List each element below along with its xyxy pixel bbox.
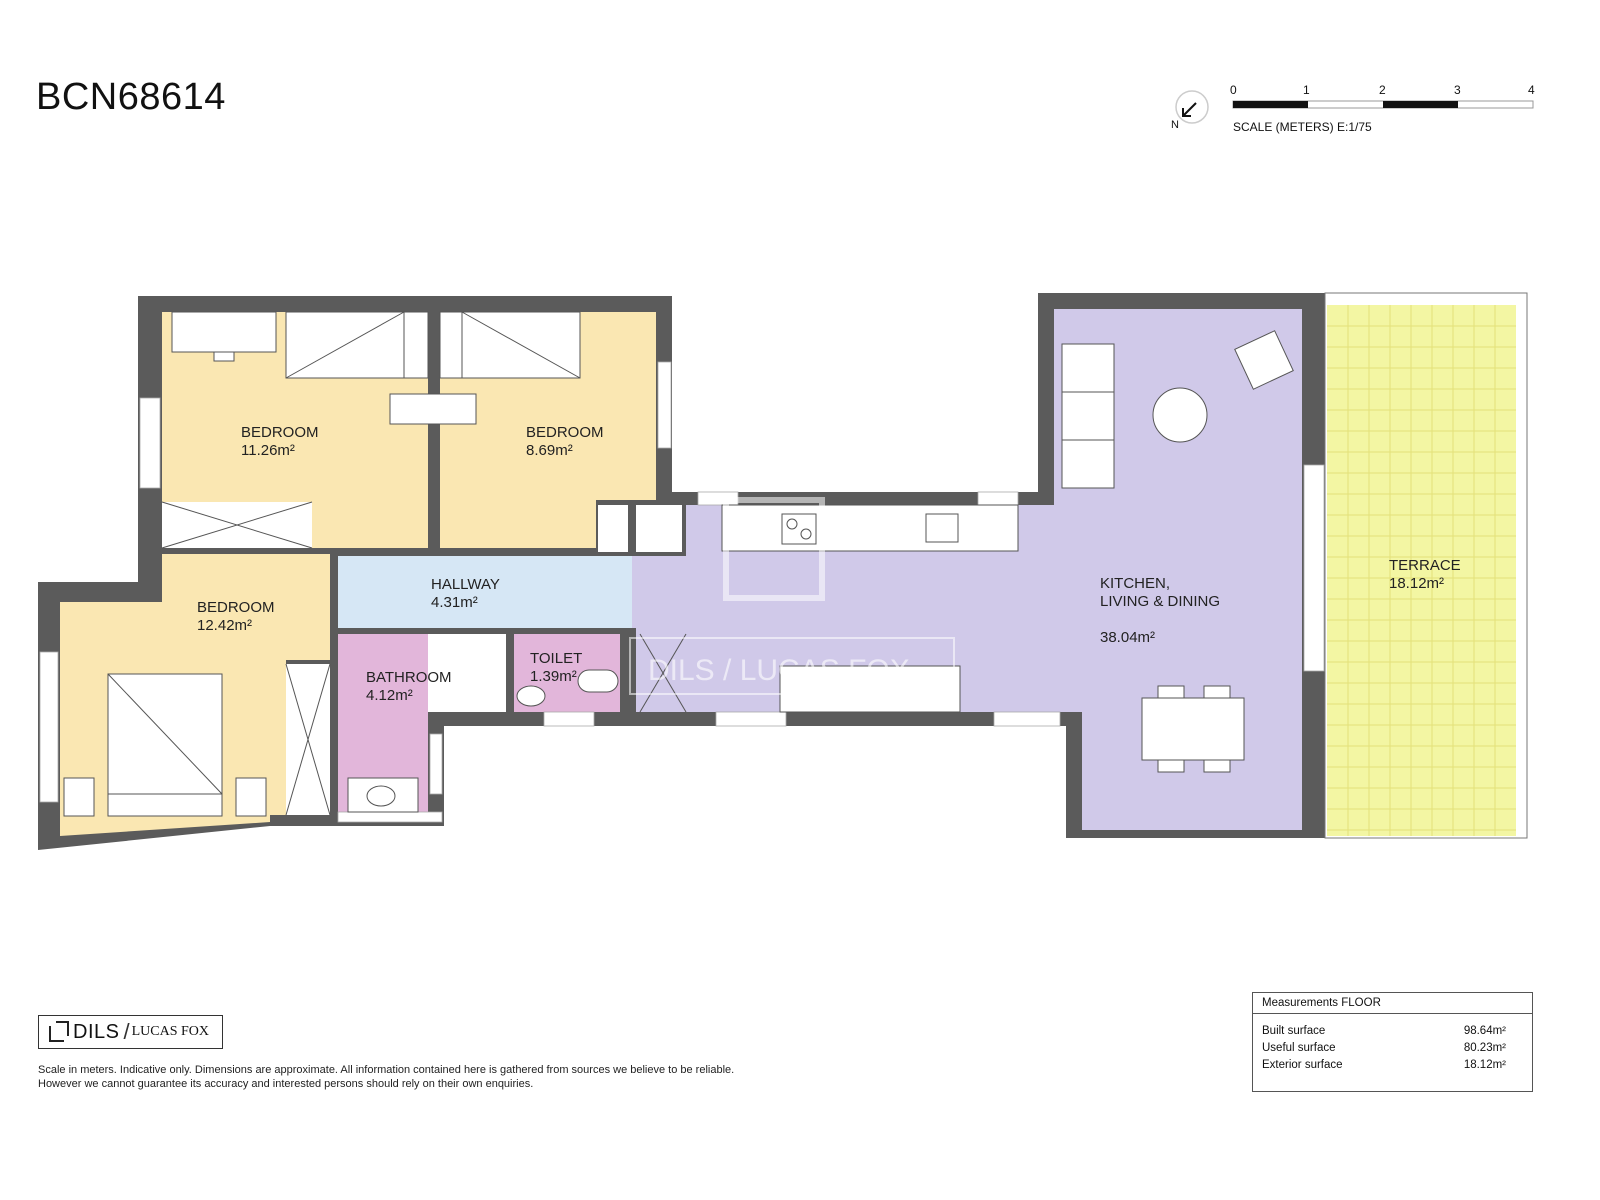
- scale-tick: 4: [1528, 83, 1535, 97]
- measurement-row: Useful surface 80.23m²: [1253, 1040, 1532, 1057]
- logo-icon: [49, 1021, 69, 1042]
- room-name: BEDROOM: [526, 424, 604, 441]
- scale-tick: 3: [1454, 83, 1461, 97]
- room-label-kitchen: KITCHEN, LIVING & DINING 38.04m²: [1100, 557, 1220, 665]
- watermark-text: DILS / LUCAS FOX: [648, 654, 910, 687]
- room-name: KITCHEN, LIVING & DINING: [1100, 575, 1221, 610]
- measurement-value: 98.64m²: [1463, 1025, 1506, 1037]
- logo-partner: LUCAS FOX: [131, 1024, 209, 1039]
- room-area: 18.12m²: [1389, 575, 1445, 592]
- room-area: 11.26m²: [241, 442, 295, 459]
- room-area: 12.42m²: [197, 617, 253, 634]
- room-area: 8.69m²: [526, 442, 573, 459]
- room-area: 1.39m²: [530, 668, 577, 685]
- measurement-row: Exterior surface 18.12m²: [1253, 1057, 1532, 1074]
- room-label-bedroom-1: BEDROOM 11.26m²: [241, 424, 319, 460]
- room-label-bedroom-2: BEDROOM 8.69m²: [526, 424, 604, 460]
- measurement-label: Exterior surface: [1262, 1059, 1343, 1071]
- measurement-label: Useful surface: [1262, 1042, 1336, 1054]
- closet: [636, 505, 682, 552]
- room-area: 4.31m²: [431, 594, 478, 611]
- room-label-terrace: TERRACE 18.12m²: [1389, 557, 1461, 593]
- scale-tick: 2: [1379, 83, 1386, 97]
- watermark: [629, 497, 955, 695]
- windows: [39, 361, 1325, 823]
- disclaimer: Scale in meters. Indicative only. Dimens…: [38, 1063, 734, 1091]
- plan-title: BCN68614: [36, 76, 226, 118]
- measurement-label: Built surface: [1262, 1025, 1326, 1037]
- room-name: HALLWAY: [431, 576, 500, 593]
- scale-tick: 1: [1303, 83, 1310, 97]
- disclaimer-line: However we cannot guarantee its accuracy…: [38, 1078, 534, 1090]
- measurement-row: Built surface 98.64m²: [1253, 1023, 1532, 1040]
- hallway: [338, 556, 632, 628]
- disclaimer-line: Scale in meters. Indicative only. Dimens…: [38, 1064, 735, 1076]
- room-label-bathroom: BATHROOM 4.12m²: [366, 669, 452, 705]
- furniture: [63, 311, 1294, 817]
- terrace: [1324, 292, 1528, 839]
- room-label-toilet: TOILET 1.39m²: [530, 650, 582, 686]
- scale-caption: SCALE (METERS) E:1/75: [1233, 120, 1372, 134]
- room-name: BEDROOM: [197, 599, 275, 616]
- room-name: BATHROOM: [366, 669, 452, 686]
- room-name: BEDROOM: [241, 424, 319, 441]
- room-area: 4.12m²: [366, 687, 413, 704]
- room-label-hallway: HALLWAY 4.31m²: [431, 576, 500, 612]
- room-name: TERRACE: [1389, 557, 1461, 574]
- logo: DILS / LUCAS FOX: [38, 1015, 223, 1049]
- measurement-value: 80.23m²: [1463, 1042, 1506, 1054]
- closet: [598, 505, 628, 552]
- logo-divider: /: [123, 1019, 130, 1044]
- room-area: 38.04m²: [1100, 629, 1156, 646]
- shower: [428, 634, 506, 712]
- scale-bar-graphic: [1232, 100, 1534, 109]
- logo-brand: DILS: [73, 1020, 120, 1043]
- room-label-bedroom-3: BEDROOM 12.42m²: [197, 599, 275, 635]
- scale-tick: 0: [1230, 83, 1237, 97]
- measurements-header: Measurements FLOOR: [1253, 993, 1532, 1014]
- room-name: TOILET: [530, 650, 583, 667]
- north-arrow-icon: [1175, 90, 1209, 124]
- measurements-table: Measurements FLOOR Built surface 98.64m²…: [1252, 992, 1533, 1092]
- north-label: N: [1171, 119, 1179, 131]
- measurement-value: 18.12m²: [1463, 1059, 1506, 1071]
